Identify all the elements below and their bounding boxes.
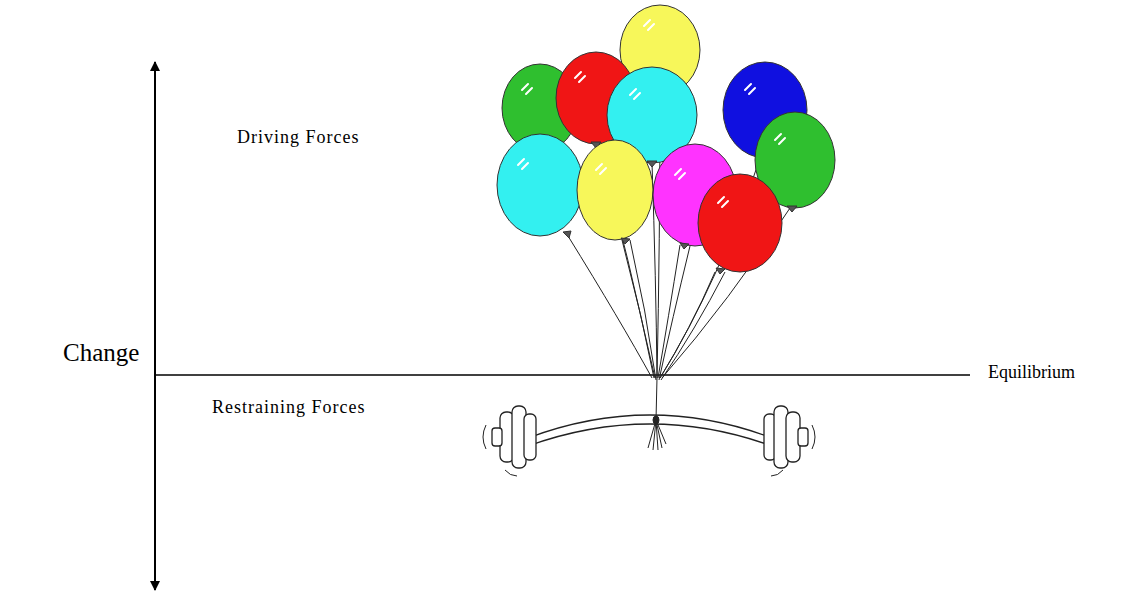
balloons [497,5,835,274]
equilibrium-line [155,374,970,376]
restraining-forces-label: Restraining Forces [212,398,365,418]
balloon-highlights [518,20,785,207]
barbell [483,406,815,476]
change-axis [154,62,156,590]
equilibrium-label: Equilibrium [988,363,1075,383]
string-knot [648,378,666,450]
axis-label: Change [63,339,139,367]
driving-forces-label: Driving Forces [237,128,359,148]
